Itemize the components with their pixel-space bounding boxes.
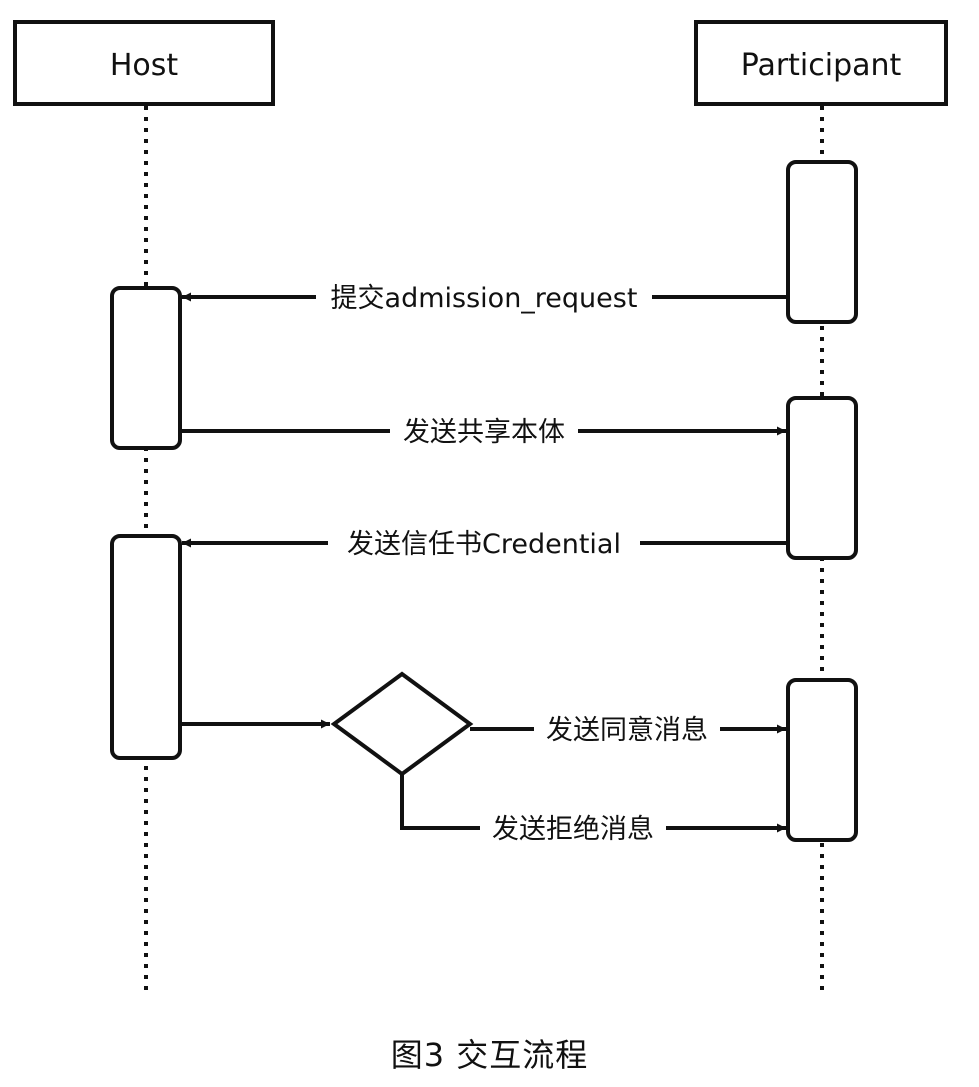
message-send-credential: 发送信任书Credential: [182, 526, 786, 560]
actor-host: Host: [13, 20, 275, 106]
actor-host-label: Host: [110, 48, 179, 83]
activation-host-1: [110, 286, 182, 450]
message-admission-request-label: 提交admission_request: [331, 283, 638, 314]
message-send-reject-label: 发送拒绝消息: [492, 814, 654, 845]
figure-caption: 图3 交互流程: [390, 1036, 589, 1074]
activation-participant-3: [786, 678, 858, 842]
actor-participant-label: Participant: [741, 48, 902, 83]
actor-participant: Participant: [694, 20, 948, 106]
message-admission-request: 提交admission_request: [182, 280, 786, 314]
message-send-agree: 发送同意消息: [470, 712, 786, 746]
decision-diamond: [330, 671, 474, 777]
message-send-shared-ontology: 发送共享本体: [182, 414, 786, 448]
message-send-agree-label: 发送同意消息: [546, 715, 708, 746]
activation-participant-1: [786, 160, 858, 324]
activation-host-2: [110, 534, 182, 760]
message-send-shared-ontology-label: 发送共享本体: [403, 417, 565, 448]
message-send-credential-label: 发送信任书Credential: [347, 529, 621, 560]
activation-participant-2: [786, 396, 858, 560]
message-send-reject: 发送拒绝消息: [400, 774, 786, 845]
